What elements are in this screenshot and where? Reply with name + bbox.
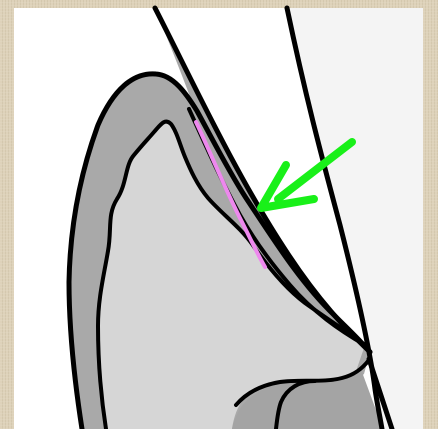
dental-diagram bbox=[0, 0, 438, 429]
diagram-frame bbox=[0, 0, 438, 429]
diagram-canvas bbox=[0, 0, 438, 429]
